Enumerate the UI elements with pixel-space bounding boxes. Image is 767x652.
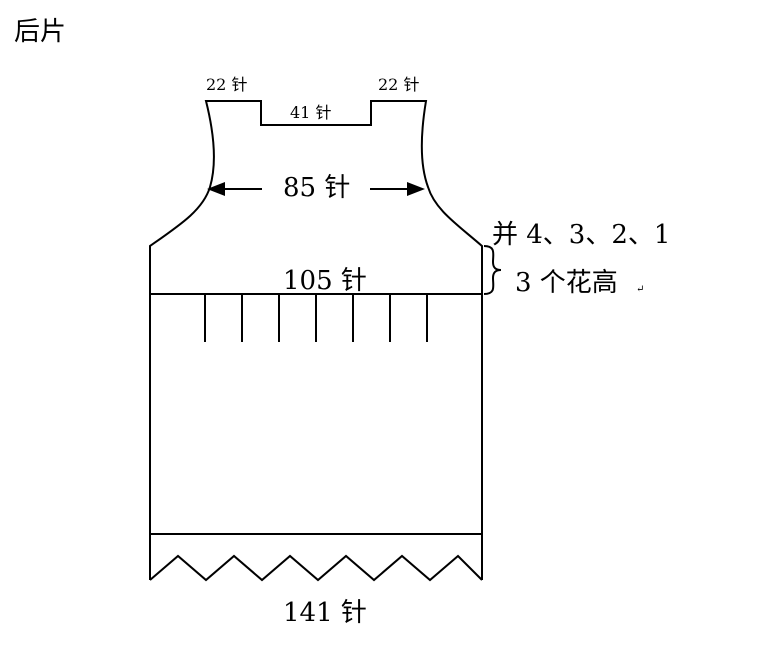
pattern-lines	[204, 294, 428, 342]
back-neck-label: 41 针	[290, 103, 331, 122]
arrow-head-left	[207, 182, 225, 196]
shoulder-left-label: 22 针	[206, 75, 247, 94]
curly-brace	[483, 245, 502, 295]
height-note: 3 个花高	[515, 268, 618, 298]
chest-width-arrow	[207, 182, 425, 196]
arrow-head-right	[407, 182, 425, 196]
hem-width-label: 141 针	[283, 598, 367, 628]
decrease-note: 并 4、3、2、1	[492, 220, 670, 250]
zigzag-hem	[149, 554, 483, 582]
body-width-label: 105 针	[283, 266, 367, 296]
shoulder-right-label: 22 针	[378, 75, 419, 94]
page-title: 后片	[14, 17, 66, 47]
garment-outline	[149, 100, 483, 580]
paragraph-mark: ↵	[636, 284, 644, 295]
chest-width-label: 85 针	[283, 173, 350, 203]
